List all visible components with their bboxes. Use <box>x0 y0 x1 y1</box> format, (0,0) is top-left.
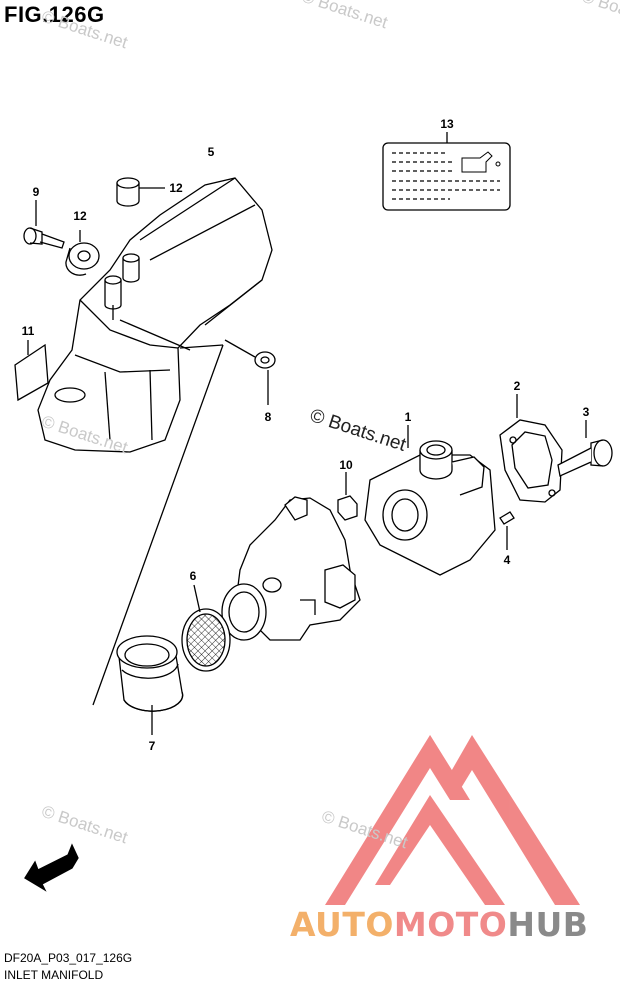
callout-2: 2 <box>513 379 521 393</box>
callout-6: 6 <box>189 569 197 583</box>
part-9-bolt <box>23 200 65 249</box>
part-2-gasket <box>499 394 563 503</box>
part-5-silencer <box>37 177 273 453</box>
part-10-clip <box>337 472 358 521</box>
callout-1: 1 <box>404 410 412 424</box>
callout-10: 10 <box>339 458 353 472</box>
part-13-label <box>382 132 511 211</box>
diagram-code: DF20A_P03_017_126G <box>4 951 133 965</box>
callout-11: 11 <box>21 324 35 338</box>
callout-7: 7 <box>148 739 156 753</box>
part-3-bolt <box>557 420 613 477</box>
callout-8: 8 <box>264 410 272 424</box>
callout-12-top: 12 <box>169 181 183 195</box>
part-1-inlet-manifold <box>364 425 496 576</box>
part-11-plate <box>14 340 49 402</box>
throttle-body <box>221 496 361 641</box>
assembly-guide-line <box>179 344 224 349</box>
part-8-grommet <box>224 339 276 405</box>
diagram-name: INLET MANIFOLD <box>4 968 104 982</box>
figure-title: FIG.126G <box>4 2 105 27</box>
fwd-arrow-icon <box>24 843 79 892</box>
logo-part-auto: AUTO <box>290 905 394 944</box>
callout-3: 3 <box>582 405 590 419</box>
logo-part-hub: HUB <box>507 905 589 944</box>
automotohub-logo-text: AUTOMOTOHUB <box>290 905 588 944</box>
callout-13: 13 <box>440 117 454 131</box>
automotohub-logo-icon <box>325 735 580 905</box>
assembly-guide-line <box>92 344 224 706</box>
logo-part-moto: MOTO <box>393 905 508 944</box>
part-12-grommet-side <box>65 230 100 276</box>
callout-9: 9 <box>32 185 40 199</box>
part-7-sleeve <box>116 635 184 735</box>
callout-5: 5 <box>207 145 215 159</box>
callout-12-side: 12 <box>73 209 87 223</box>
part-6-screen <box>181 584 231 672</box>
part-12-grommet-top <box>116 177 165 207</box>
callout-4: 4 <box>503 553 511 567</box>
part-4-pin <box>499 511 515 550</box>
